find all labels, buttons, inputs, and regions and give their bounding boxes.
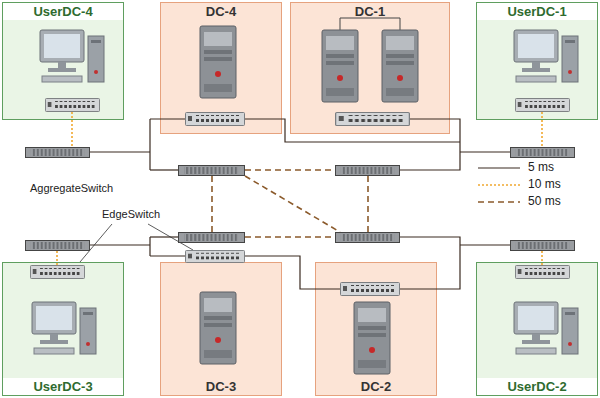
box-title: DC-1 (291, 3, 449, 20)
aggregate-switch (510, 241, 574, 251)
user-computer (514, 30, 578, 82)
aggregate-switch (335, 166, 399, 176)
server (354, 302, 390, 374)
aggregate-switch (25, 241, 89, 251)
box-title: UserDC-4 (3, 3, 123, 20)
component-label: AggregateSwitch (28, 182, 115, 195)
legend-text: 10 ms (526, 178, 563, 191)
component-label: EdgeSwitch (100, 208, 162, 221)
edge-switch (515, 99, 569, 112)
box-title: UserDC-1 (477, 3, 597, 20)
user-computer (514, 302, 578, 354)
link-50ms (212, 170, 368, 237)
legend-text: 50 ms (526, 195, 563, 208)
aggregate-switch (25, 148, 89, 158)
link-10ms (57, 112, 542, 265)
legend-samples (478, 168, 520, 202)
box-title: UserDC-2 (477, 378, 597, 395)
aggregate-switch (510, 148, 574, 158)
aggregate-switch (335, 233, 399, 243)
edge-switch (186, 113, 245, 126)
server (382, 30, 418, 102)
box-title: UserDC-3 (3, 378, 123, 395)
edge-switch (341, 283, 400, 296)
leader-line (80, 224, 193, 262)
aggregate-switch (179, 166, 245, 176)
edge-switch (336, 113, 410, 126)
server-bracket (340, 18, 400, 30)
server (200, 292, 236, 364)
user-computer (32, 302, 96, 354)
user-computer (40, 30, 104, 82)
edge-switch (30, 266, 84, 279)
link-5ms (90, 119, 510, 289)
legend-text: 5 ms (526, 161, 556, 174)
box-title: DC-4 (161, 3, 281, 20)
box-title: DC-3 (161, 378, 281, 395)
box-title: DC-2 (316, 378, 436, 395)
server (322, 30, 358, 102)
edge-switch (186, 250, 245, 262)
edge-switch (45, 99, 99, 112)
server (200, 26, 236, 98)
aggregate-switch (179, 233, 245, 243)
edge-switch (515, 266, 569, 279)
